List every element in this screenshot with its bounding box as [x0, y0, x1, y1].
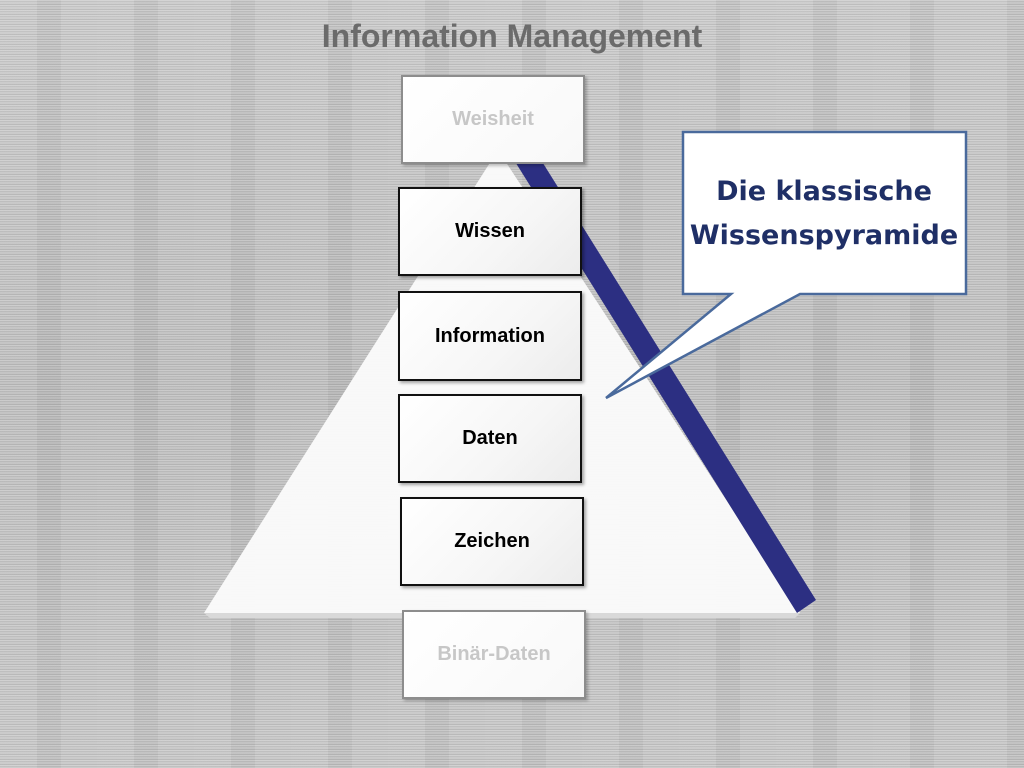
- callout-line-1: Die klassische: [716, 176, 932, 207]
- pyramid-level-binaer-daten: Binär-Daten: [402, 610, 586, 699]
- level-label: Wissen: [455, 220, 525, 242]
- callout-bubble: [605, 130, 968, 400]
- pyramid-level-zeichen: Zeichen: [400, 497, 584, 586]
- pyramid-level-information: Information: [398, 291, 582, 381]
- callout-line-2: Wissenspyramide: [689, 220, 959, 251]
- level-label: Weisheit: [452, 108, 534, 130]
- pyramid-level-wissen: Wissen: [398, 187, 582, 276]
- callout-text: Die klassische Wissenspyramide: [684, 170, 964, 258]
- level-label: Information: [435, 324, 545, 347]
- pyramid-shape: [204, 150, 800, 613]
- pyramid-level-weisheit: Weisheit: [401, 75, 585, 164]
- diagonal-stripe: [514, 160, 816, 613]
- slide-title: Information Management: [321, 18, 703, 54]
- level-label: Daten: [462, 427, 518, 449]
- pyramid-level-daten: Daten: [398, 394, 582, 483]
- level-label: Binär-Daten: [437, 643, 551, 665]
- level-label: Zeichen: [454, 530, 530, 552]
